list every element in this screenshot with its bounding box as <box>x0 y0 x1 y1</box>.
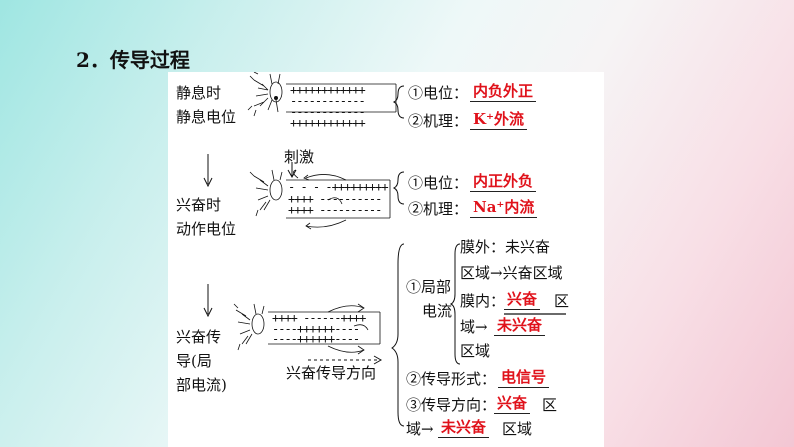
inside-answer-2: 未兴奋 <box>494 316 546 336</box>
excite-label-1: 兴奋时 <box>176 196 222 214</box>
diagram-lines <box>203 72 566 427</box>
cond-label-1: 兴奋传 <box>176 328 222 346</box>
down-arrow-2 <box>203 284 213 318</box>
excite-item2-answer: Na⁺内流 <box>470 198 538 218</box>
excite-label-2: 动作电位 <box>176 220 237 238</box>
dir-prefix: ③传导方向： <box>406 396 497 414</box>
charge-cond-mid: ----++++++---- <box>272 322 360 336</box>
local-title-1: ①局部 <box>406 278 452 296</box>
charge-excite-mid: ++++ ---------- <box>288 192 382 206</box>
inside-suffix: 区 <box>554 292 570 310</box>
form-prefix: ②传导形式： <box>406 370 497 388</box>
rest-item2-answer: K⁺外流 <box>470 110 527 130</box>
neuron-resting <box>247 72 397 117</box>
charge-excite-mid-2: ++++ ---------- <box>288 203 382 217</box>
charge-outer-plus-2: ++++++++++++ <box>290 116 366 130</box>
inside-line2-prefix: 域→ <box>460 318 488 336</box>
brace-3 <box>391 243 405 427</box>
inside-answer-1: 兴奋 <box>504 290 541 310</box>
charge-inner-minus-2: ------------ <box>290 105 366 119</box>
dir-line2-prefix: 域→ <box>406 420 434 438</box>
cond-label-3: 部电流) <box>176 376 227 394</box>
form-answer: 电信号 <box>498 368 550 388</box>
dir-line2-suffix: 区域 <box>502 420 533 438</box>
charge-excite-top: - - - -+++++++++ <box>288 180 389 194</box>
inside-line3: 区域 <box>460 342 491 360</box>
dir-answer-1: 兴奋 <box>494 394 531 414</box>
excite-item2-prefix: ②机理： <box>408 200 469 218</box>
brace-2 <box>392 171 405 205</box>
dir-suffix: 区 <box>542 396 558 414</box>
neuron-excited <box>249 169 391 230</box>
nucleus-dot-1 <box>274 96 278 100</box>
section-heading: 2．传导过程 <box>76 48 190 72</box>
excite-item1-prefix: ①电位： <box>408 174 469 192</box>
local-title-2: 电流 <box>422 302 453 320</box>
outside-line-2: 区域→兴奋区域 <box>460 264 563 282</box>
outside-line-1: 膜外：未兴奋 <box>460 238 551 256</box>
excite-item1-answer: 内正外负 <box>470 172 537 192</box>
rest-label-2: 静息电位 <box>176 108 237 126</box>
dir-answer-2: 未兴奋 <box>438 418 490 438</box>
cond-label-2: 导(局 <box>176 352 212 370</box>
neuron-conducting <box>233 303 381 355</box>
rest-item1-prefix: ①电位： <box>408 84 469 102</box>
brace-1 <box>392 85 405 119</box>
stimulus-label: 刺激 <box>284 148 315 166</box>
charge-cond-mid-2: ----++++++---- <box>272 332 360 346</box>
charge-inner-minus-1: ------------ <box>290 94 366 108</box>
charge-outer-plus-1: ++++++++++++ <box>290 83 366 97</box>
inside-prefix: 膜内： <box>460 292 506 310</box>
content-panel: ++++++++++++ ------------ ------------ +… <box>168 72 604 447</box>
down-arrow-1 <box>203 154 213 188</box>
rest-label-1: 静息时 <box>176 84 222 102</box>
direction-label: 兴奋传导方向 <box>286 364 377 382</box>
rest-item1-answer: 内负外正 <box>470 82 537 102</box>
brace-4 <box>449 243 461 365</box>
rest-item2-prefix: ②机理： <box>408 112 469 130</box>
charge-cond-top: ++++ ------++++ <box>272 311 366 325</box>
